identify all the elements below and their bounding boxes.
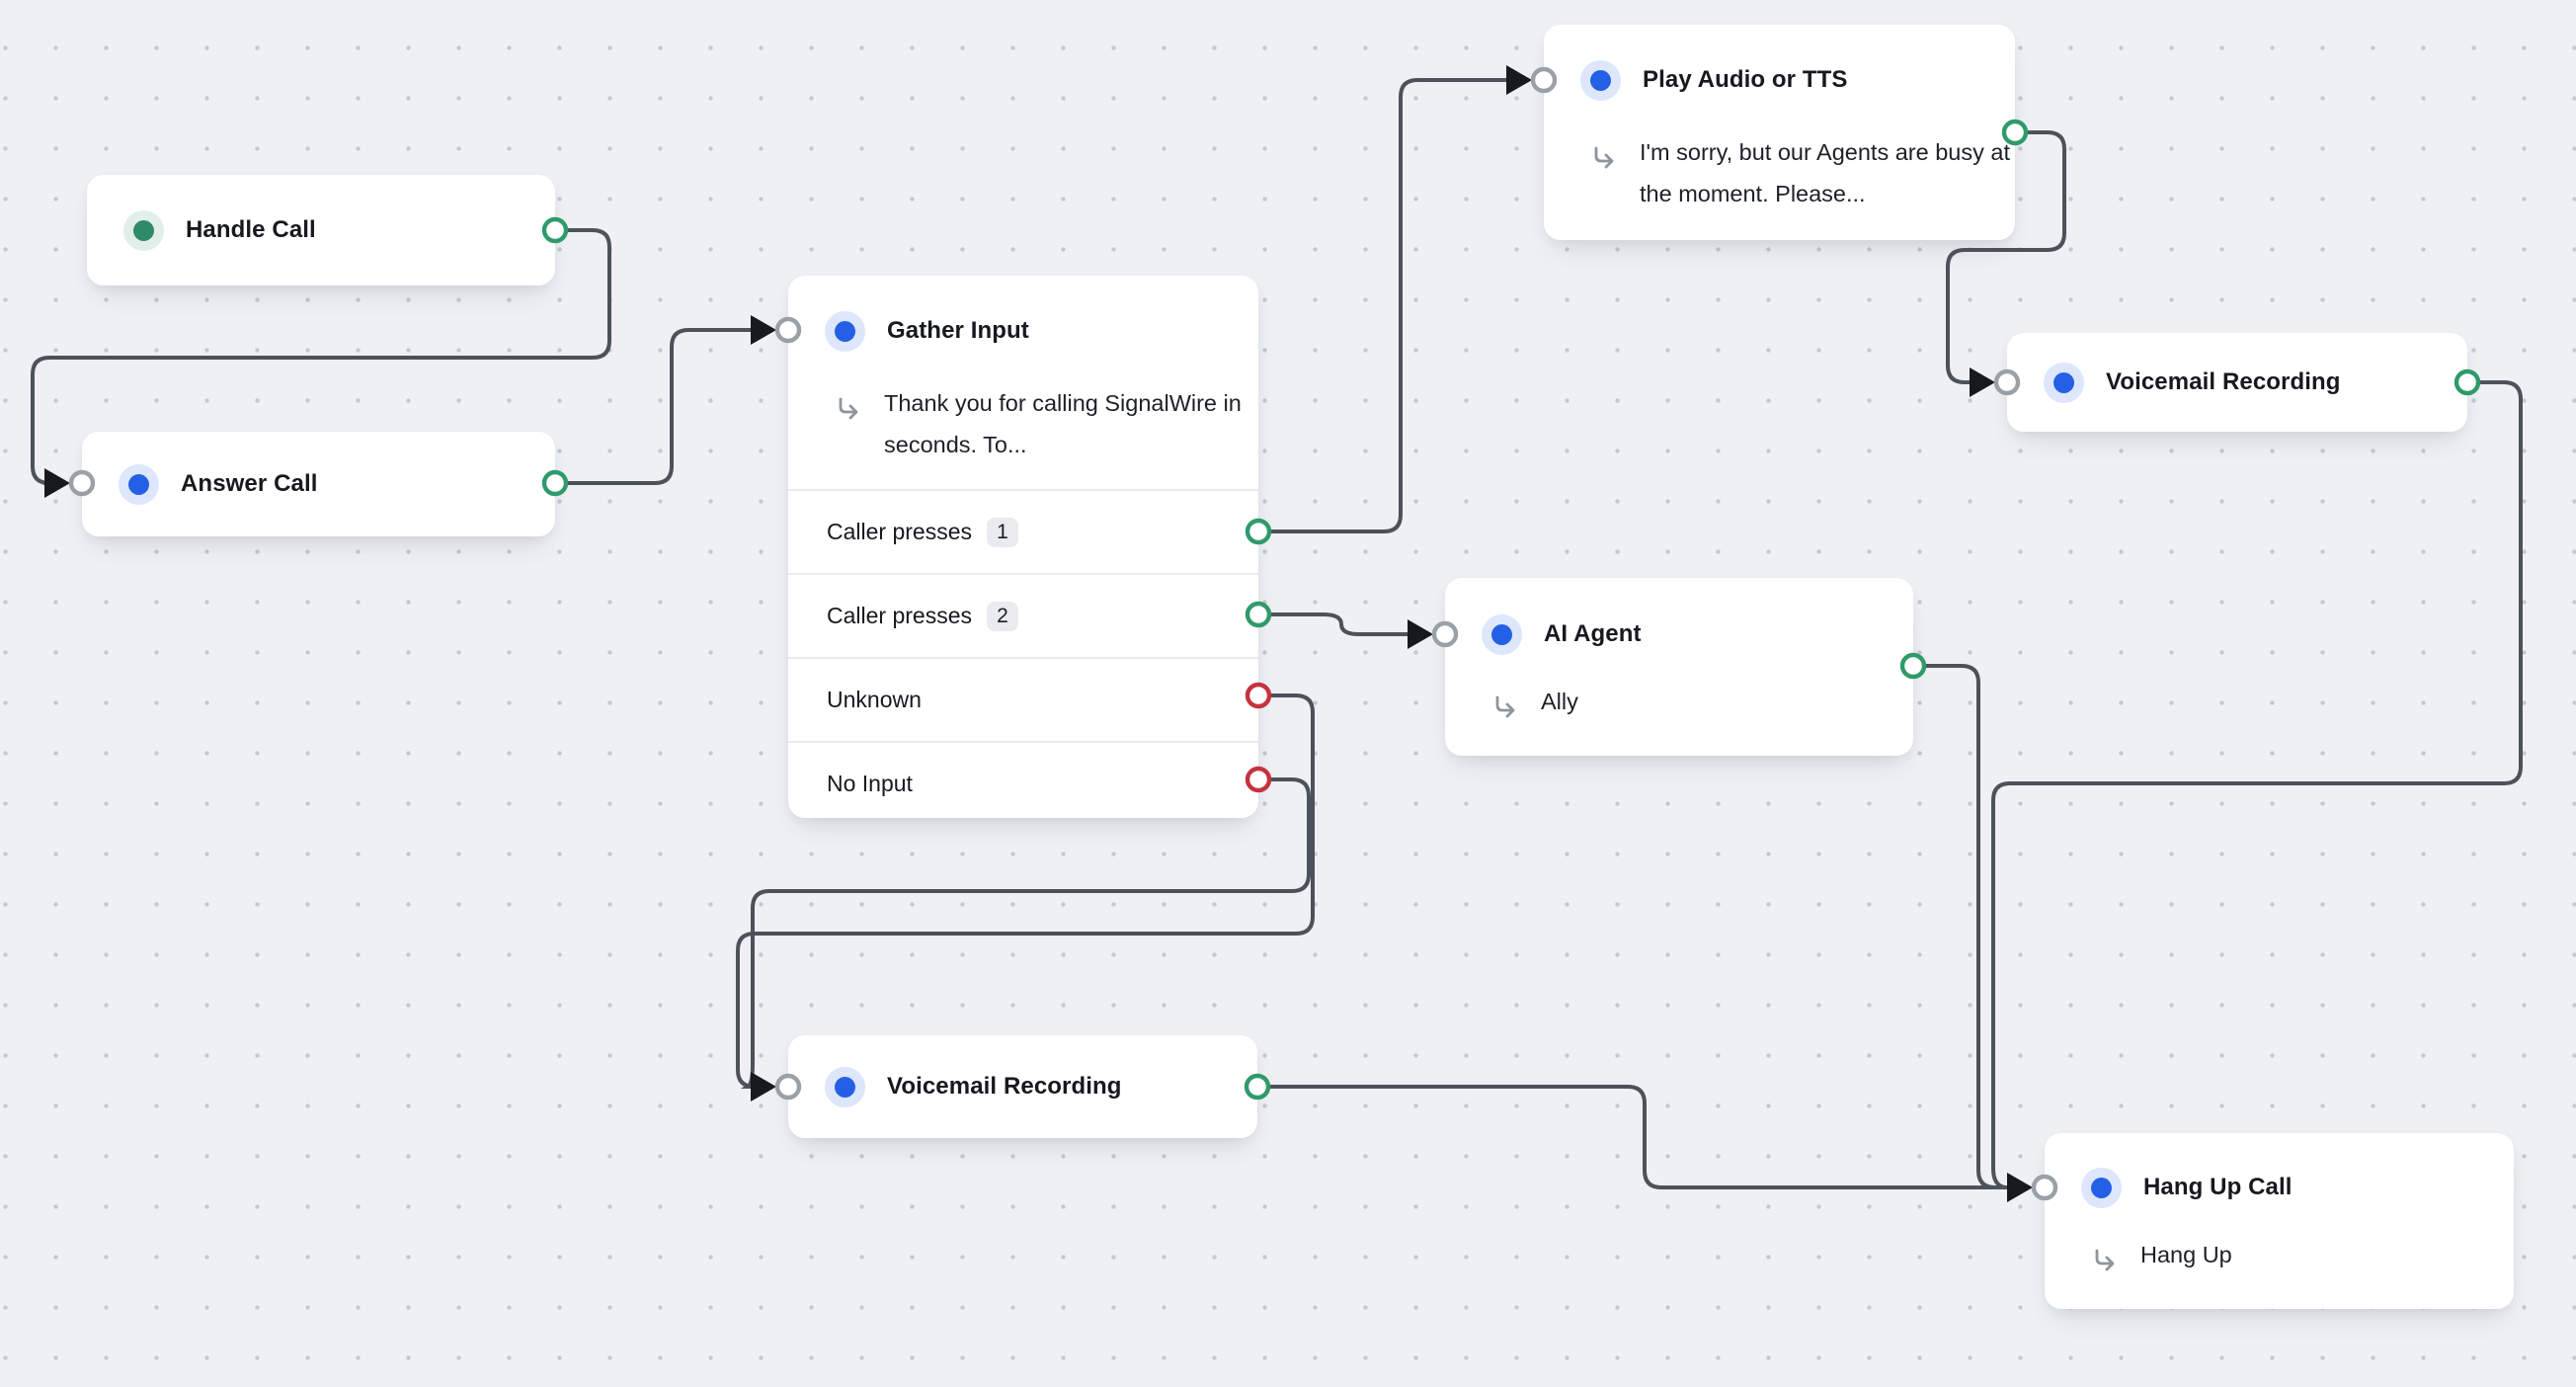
- digit-badge: 1: [987, 517, 1018, 547]
- edge-gather1-to-play-audio[interactable]: [1256, 78, 1508, 533]
- play-audio-icon: [1590, 69, 1611, 91]
- reply-arrow-icon: [2095, 1249, 2115, 1271]
- node-title: Hang Up Call: [2143, 1174, 2293, 1200]
- hang-up-icon: [2091, 1177, 2112, 1198]
- node-type-icon-halo: [2081, 1167, 2122, 1208]
- reply-arrow-icon: [1594, 146, 1614, 169]
- voicemail-icon: [2053, 371, 2074, 393]
- reply-arrow-icon: [839, 397, 858, 420]
- node-handle-call[interactable]: Handle Call: [87, 175, 555, 286]
- prompt-text: Thank you for calling SignalWire in seco…: [884, 390, 1242, 457]
- output-label: No Input: [827, 771, 913, 796]
- node-ai-agent[interactable]: AI Agent Ally: [1445, 578, 1913, 756]
- node-type-icon-halo: [2044, 362, 2084, 403]
- node-title: Answer Call: [181, 470, 318, 497]
- gather-output-row-unknown[interactable]: Unknown: [788, 657, 1258, 741]
- digit-badge: 2: [987, 601, 1018, 631]
- prompt-text: Hang Up: [2140, 1242, 2232, 1267]
- edge-ai-agent-to-hangup[interactable]: [1911, 664, 2009, 1189]
- node-title: Play Audio or TTS: [1643, 66, 1848, 93]
- edge-answer-to-gather[interactable]: [553, 328, 753, 485]
- gather-output-row-caller-presses-2[interactable]: Caller presses 2: [788, 573, 1258, 657]
- node-hang-up-call[interactable]: Hang Up Call Hang Up: [2045, 1133, 2514, 1309]
- prompt-text: I'm sorry, but our Agents are busy at th…: [1640, 139, 2011, 206]
- node-voicemail-recording-top[interactable]: Voicemail Recording: [2007, 333, 2467, 432]
- node-title: Voicemail Recording: [2106, 368, 2341, 395]
- node-type-icon-halo: [1580, 59, 1621, 101]
- node-type-icon-halo: [825, 310, 865, 352]
- output-label: Caller presses: [827, 519, 972, 544]
- gather-input-icon: [835, 320, 855, 342]
- node-type-icon-halo: [123, 209, 164, 251]
- input-arrow-hang-up: [2007, 1173, 2033, 1202]
- node-play-audio-tts[interactable]: Play Audio or TTS I'm sorry, but our Age…: [1544, 25, 2015, 240]
- node-title: Gather Input: [887, 317, 1029, 344]
- input-arrow-play-audio: [1506, 65, 1532, 95]
- input-arrow-answer-call: [44, 468, 70, 498]
- input-arrow-voicemail-bottom: [751, 1072, 776, 1101]
- edge-gather2-to-ai-agent[interactable]: [1256, 612, 1409, 636]
- output-label: Unknown: [827, 687, 922, 712]
- edge-voicemail-bottom-to-hangup[interactable]: [1255, 1085, 2009, 1189]
- handle-call-icon: [133, 219, 154, 241]
- input-arrow-ai-agent: [1408, 619, 1433, 649]
- node-prompt: Thank you for calling SignalWire in seco…: [788, 388, 1258, 465]
- prompt-text: Ally: [1541, 689, 1578, 714]
- node-gather-input[interactable]: Gather Input Thank you for calling Signa…: [788, 276, 1258, 818]
- answer-call-icon: [128, 473, 149, 495]
- output-label: Caller presses: [827, 603, 972, 628]
- node-type-icon-halo: [1482, 613, 1522, 655]
- node-type-icon-halo: [825, 1066, 865, 1107]
- ai-agent-icon: [1491, 623, 1512, 645]
- reply-arrow-icon: [1495, 695, 1515, 718]
- node-title: Handle Call: [186, 216, 316, 243]
- node-prompt: Ally: [1445, 687, 1913, 722]
- input-arrow-gather-input: [751, 315, 776, 345]
- input-arrow-voicemail-top: [1970, 367, 1995, 397]
- voicemail-icon: [835, 1076, 855, 1098]
- node-voicemail-recording-bottom[interactable]: Voicemail Recording: [788, 1035, 1257, 1138]
- node-prompt: I'm sorry, but our Agents are busy at th…: [1544, 137, 2015, 214]
- node-prompt: Hang Up: [2045, 1240, 2514, 1275]
- edge-voicemail-top-to-hangup[interactable]: [1991, 380, 2523, 1189]
- node-title: AI Agent: [1544, 620, 1642, 647]
- node-answer-call[interactable]: Answer Call: [82, 432, 555, 536]
- gather-output-row-no-input[interactable]: No Input: [788, 741, 1258, 825]
- node-title: Voicemail Recording: [887, 1073, 1122, 1100]
- node-type-icon-halo: [119, 463, 159, 505]
- gather-output-row-caller-presses-1[interactable]: Caller presses 1: [788, 489, 1258, 573]
